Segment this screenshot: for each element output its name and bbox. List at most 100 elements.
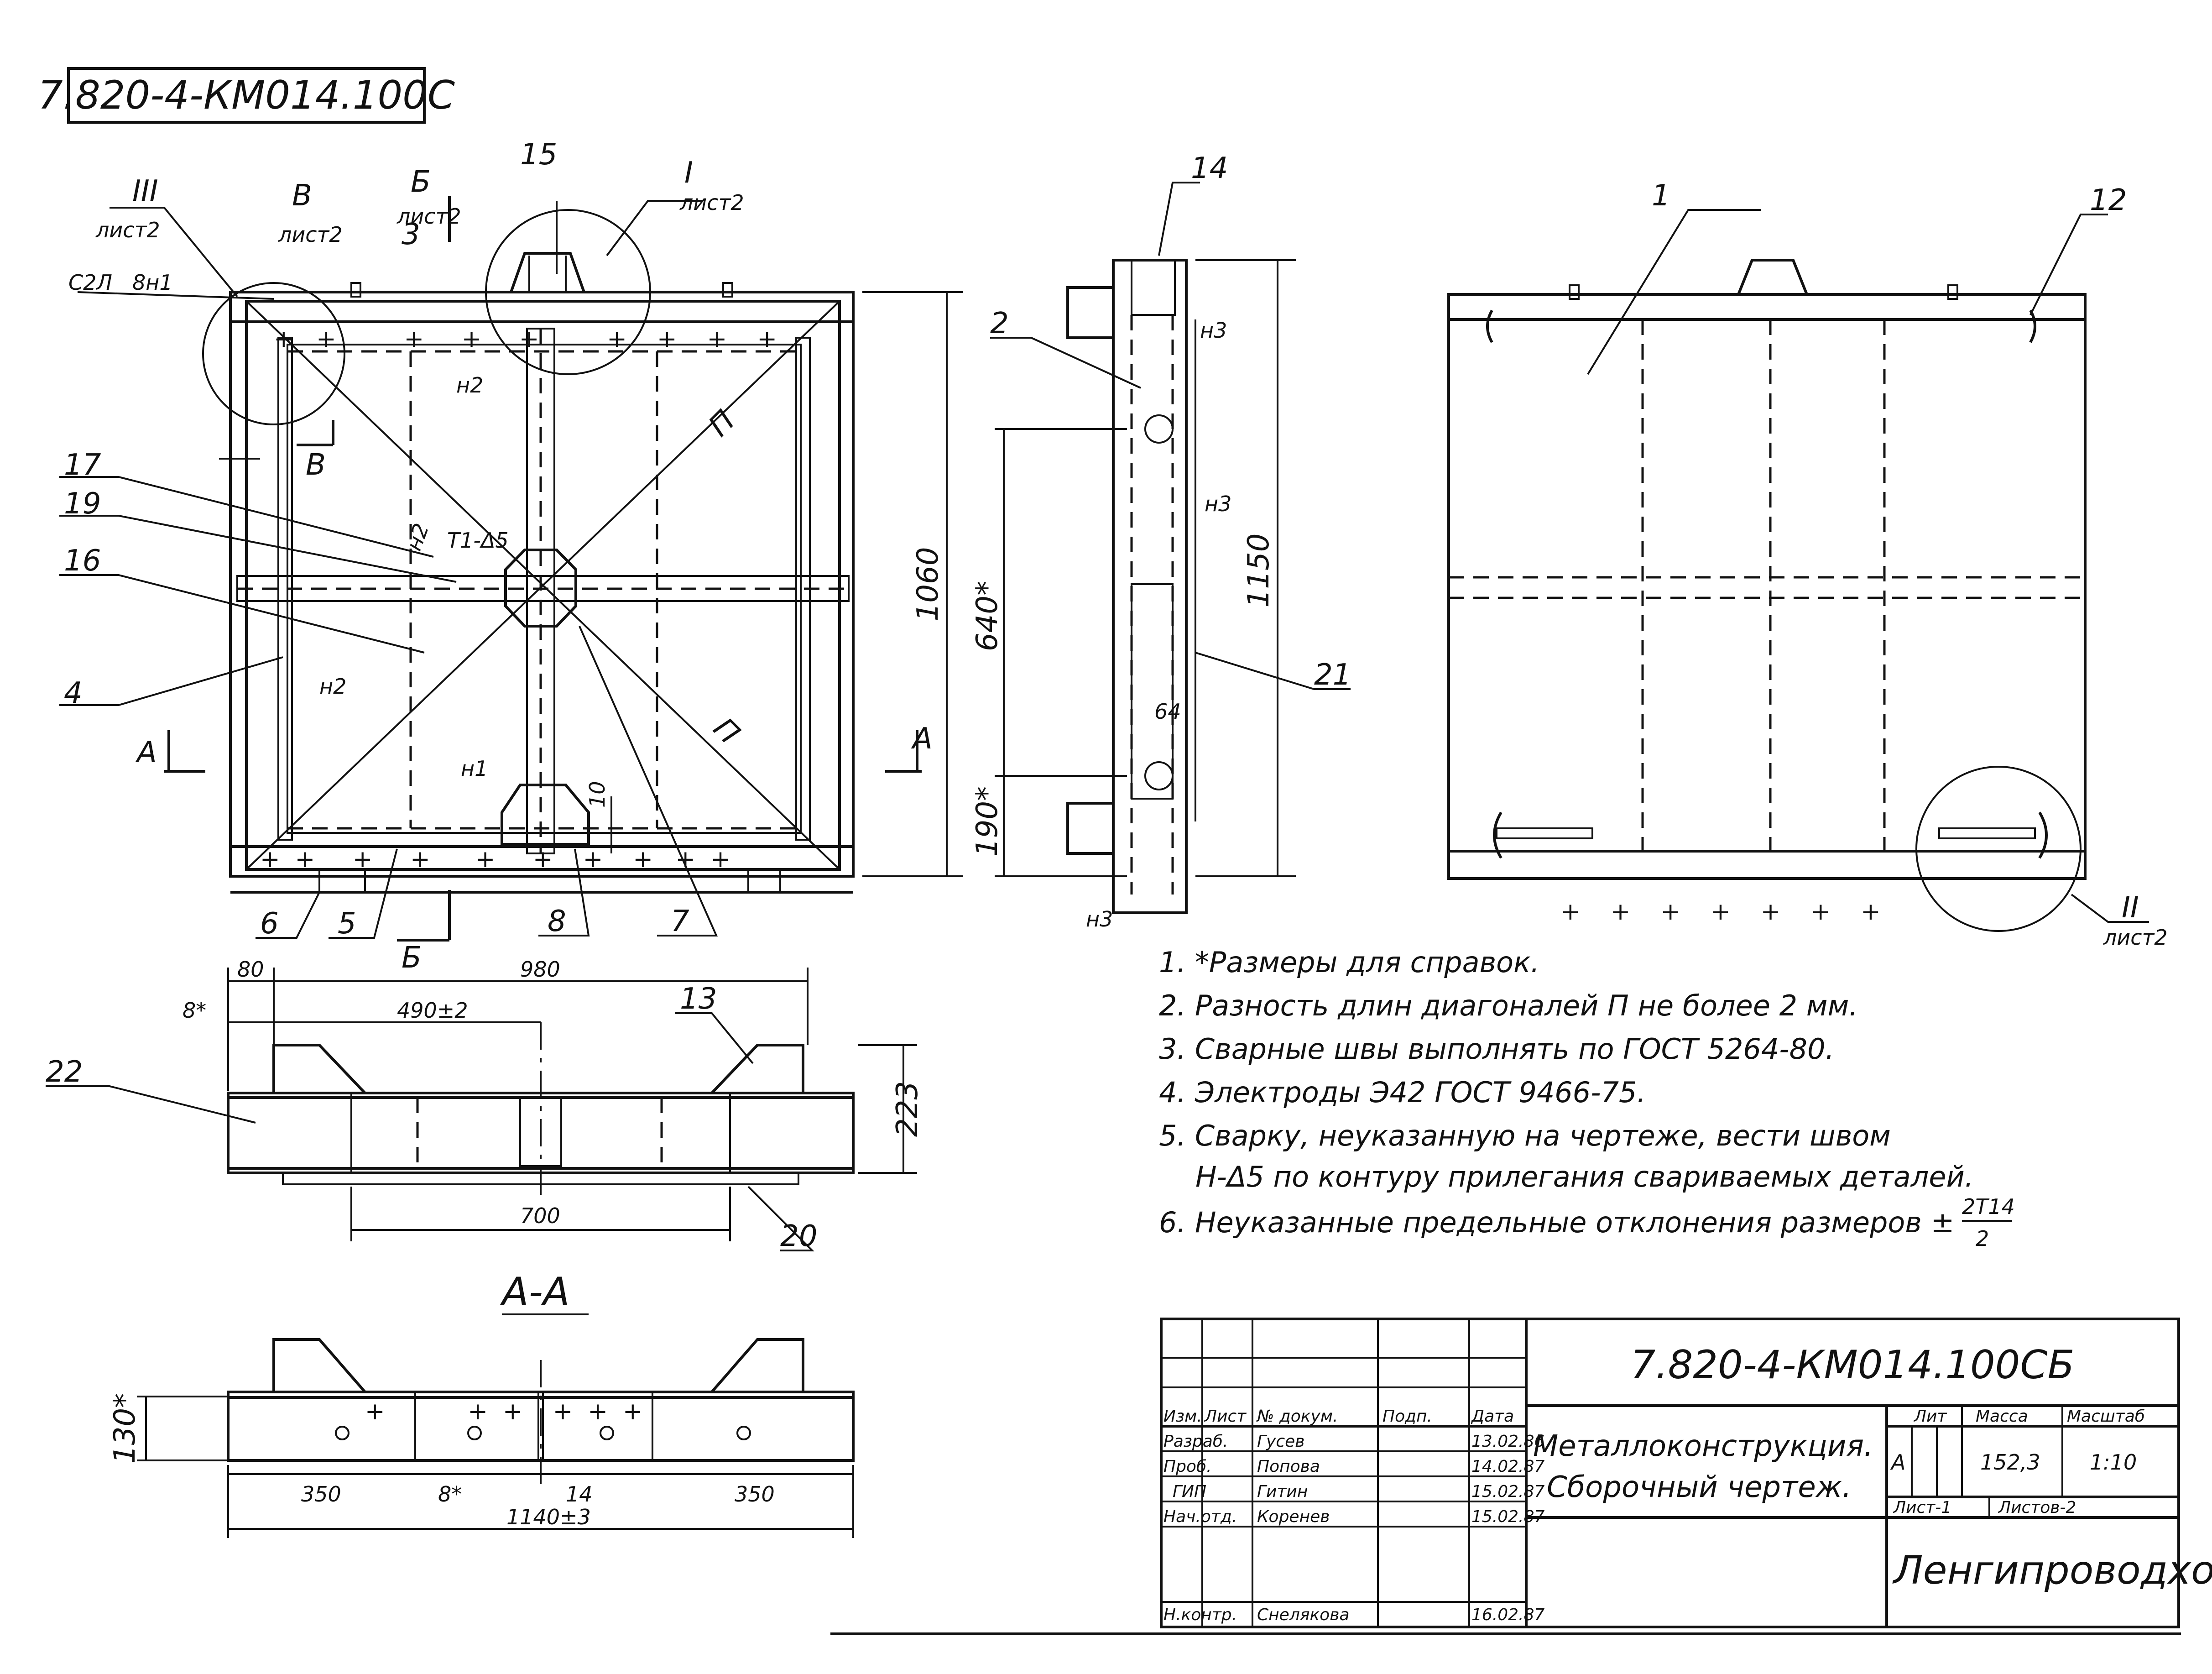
- svg-text:+ + + + +: + + + + + + + + +: [274, 325, 777, 353]
- tb-date: 13.02.86: [1471, 1432, 1544, 1451]
- callout-sheet: лист2: [95, 218, 160, 242]
- callout-sheet: лист2: [396, 204, 461, 229]
- callout-19: 19: [64, 487, 101, 521]
- dim-490: 490±2: [397, 998, 468, 1023]
- callout-3: 3: [402, 218, 420, 251]
- tb-header: Изм.: [1163, 1407, 1202, 1426]
- callout-15: 15: [520, 138, 557, 172]
- dim-8: 8*: [438, 1482, 462, 1507]
- tb-header: Подп.: [1382, 1407, 1432, 1426]
- dim-350: 350: [735, 1482, 775, 1507]
- notes: 1. *Размеры для справок. 2. Разность дли…: [1159, 946, 2015, 1251]
- dim-64: 64: [1154, 699, 1181, 724]
- callout-B: B: [292, 179, 312, 213]
- front-view: + + + + + + + + + + + + + + + + + + + II…: [59, 138, 963, 975]
- stamp-block: 7.820-4-КМ014.100С: [38, 67, 455, 124]
- side-view: 14 2 21 н3 н3 н3 640* 190* 1150 64: [970, 152, 1351, 931]
- tb-title: Сборочный чертеж.: [1547, 1470, 1852, 1504]
- note-5-cont: Н-Δ5 по контуру прилегания свариваемых д…: [1195, 1160, 1974, 1193]
- tb-role: Н.контр.: [1163, 1606, 1237, 1624]
- tb-date: 15.02.87: [1471, 1482, 1544, 1501]
- note-6: 6. Неуказанные предельные отклонения раз…: [1159, 1206, 1954, 1239]
- tb-header: Дата: [1471, 1407, 1514, 1426]
- tb-title: Металлоконструкция.: [1533, 1429, 1873, 1463]
- tb-name: Снелякова: [1257, 1606, 1350, 1624]
- callout-II: II: [2122, 891, 2139, 925]
- dim-10: 10: [585, 781, 610, 808]
- tb-name: Гитин: [1257, 1482, 1308, 1501]
- tb-mass-value: 152,3: [1980, 1450, 2040, 1475]
- tb-name: Гусев: [1257, 1432, 1305, 1451]
- tb-role: ГИП: [1173, 1482, 1206, 1501]
- callout-sheet: лист2: [2103, 925, 2168, 950]
- callout-7: 7: [671, 905, 689, 938]
- note-4: 4. Электроды Э42 ГОСТ 9466-75.: [1159, 1076, 1646, 1109]
- callout-III: III: [132, 174, 158, 208]
- tb-sheets: Листов-2: [1998, 1498, 2076, 1517]
- callout-4: 4: [64, 676, 83, 710]
- callout-6: 6: [260, 907, 279, 941]
- section-mark-A: A: [911, 722, 933, 756]
- callout-5: 5: [338, 907, 356, 941]
- dim-700: 700: [520, 1203, 560, 1228]
- weld-mark: н3: [1086, 907, 1113, 931]
- tb-code: 7.820-4-КМ014.100СБ: [1631, 1342, 2075, 1388]
- dim-1140: 1140±3: [506, 1505, 591, 1529]
- svg-text:+ + + + + +: + + + + + +: [365, 1398, 643, 1425]
- callout-20: 20: [780, 1219, 817, 1253]
- callout-8: 8: [548, 905, 566, 938]
- dim-980: 980: [520, 957, 560, 982]
- tb-date: 14.02.87: [1471, 1457, 1544, 1476]
- tb-scale-value: 1:10: [2090, 1450, 2137, 1475]
- tb-header: Лист: [1204, 1407, 1247, 1426]
- tb-name: Попова: [1257, 1457, 1320, 1476]
- tb-name: Коренев: [1257, 1507, 1330, 1526]
- callout-sheet: лист2: [679, 190, 744, 215]
- tb-org: Ленгипроводхоз: [1892, 1548, 2212, 1593]
- section-aa: А-А + + + + + + 130* 350 8* 14 350 1140±…: [108, 1269, 855, 1538]
- dim-190: 190*: [970, 786, 1004, 857]
- weld-mark: н2: [456, 373, 483, 398]
- weld-mark: н3: [1205, 492, 1231, 516]
- dim-1060: 1060: [911, 547, 945, 622]
- callout-22: 22: [46, 1055, 83, 1089]
- weld-mark: н2: [402, 520, 434, 554]
- tb-date: 15.02.87: [1471, 1507, 1544, 1526]
- callout-I: I: [684, 156, 693, 190]
- section-mark-B: Б: [402, 941, 422, 975]
- note-2: 2. Разность длин диагоналей П не более 2…: [1159, 989, 1858, 1022]
- tb-lit-value: А: [1890, 1450, 1905, 1475]
- dim-14: 14: [566, 1482, 593, 1507]
- dim-223: 223: [891, 1081, 924, 1137]
- section-mark-V: B: [306, 448, 326, 482]
- tb-role: Разраб.: [1163, 1432, 1228, 1451]
- stamp-code: 7.820-4-КМ014.100С: [38, 73, 455, 118]
- note-1: 1. *Размеры для справок.: [1159, 946, 1539, 979]
- callout-13: 13: [680, 982, 717, 1016]
- rear-view: + + + + + + + 1 12 II лист2: [1447, 179, 2168, 950]
- callout-14: 14: [1191, 152, 1228, 185]
- diagonal-label: П: [702, 404, 741, 443]
- callout-2: 2: [990, 307, 1009, 340]
- title-block: Изм. Лист № докум. Подп. Дата Разраб. Гу…: [830, 1318, 2212, 1635]
- tb-date: 16.02.87: [1471, 1606, 1544, 1624]
- dim-80: 80: [237, 957, 264, 982]
- tb-header: № докум.: [1256, 1407, 1338, 1426]
- dim-1150: 1150: [1242, 534, 1276, 608]
- weld-mark: 8н1: [132, 270, 173, 295]
- weld-mark: н3: [1200, 318, 1227, 343]
- callout-17: 17: [64, 448, 101, 482]
- tb-scale-label: Масштаб: [2067, 1407, 2145, 1426]
- weld-mark: н1: [461, 756, 488, 781]
- callout-sheet: лист2: [278, 222, 343, 247]
- dim-130: 130*: [108, 1393, 142, 1464]
- section-mark-A: A: [135, 736, 157, 769]
- tb-mass-label: Масса: [1976, 1407, 2028, 1426]
- tb-role: Проб.: [1163, 1457, 1212, 1476]
- note-3: 3. Сварные швы выполнять по ГОСТ 5264-80…: [1159, 1032, 1834, 1066]
- section-title: А-А: [500, 1269, 570, 1315]
- tolerance-numerator: 2Т14: [1962, 1194, 2015, 1219]
- weld-mark: н2: [319, 674, 346, 699]
- weld-mark: Т1-Δ5: [447, 528, 509, 553]
